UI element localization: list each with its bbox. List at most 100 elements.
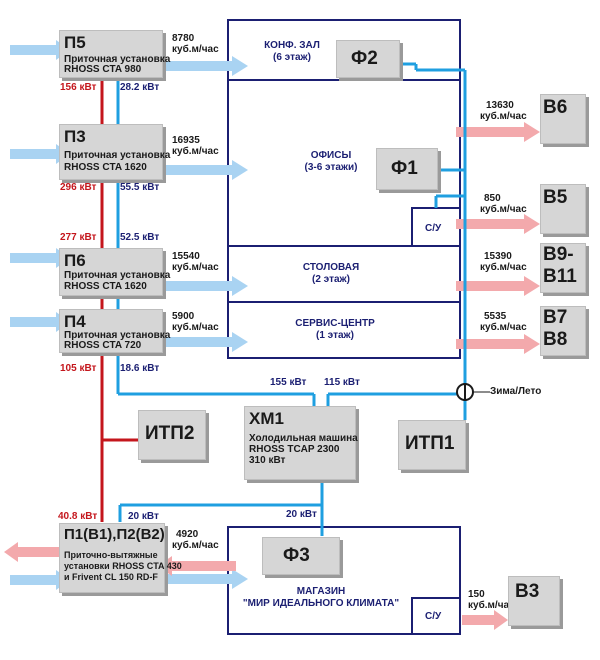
exhaust-fan-v6[interactable]: В6	[540, 94, 586, 144]
exhaust-out-arrowhead-p12	[4, 542, 18, 562]
unit-p5-line2: RHOSS CTA 980	[64, 64, 142, 75]
exhaust-arrowhead-v5	[524, 214, 540, 234]
exhaust-fan-v3[interactable]: В3	[508, 576, 560, 626]
zone-shop-line2: "МИР ИДЕАЛЬНОГО КЛИМАТА"	[242, 598, 400, 609]
itp1-label: ИТП1	[405, 433, 455, 454]
unit-p3-line2: RHOSS CTA 1620	[64, 162, 147, 173]
chiller-line1: Холодильная машина	[249, 433, 358, 444]
unit-p12-line3: и Frivent CL 150 RD-F	[64, 572, 158, 582]
exhaust-v9-code1: В9-	[543, 244, 574, 265]
zone-shop-line1: МАГАЗИН	[296, 586, 346, 597]
unit-p5-line1: Приточная установка	[64, 54, 171, 65]
power-p4-cool: 18.6 кВт	[120, 363, 160, 374]
power-p5-cool: 28.2 кВт	[120, 82, 160, 93]
supply-arrowhead-p3	[232, 160, 248, 180]
fancoil-f2[interactable]: Ф2	[336, 40, 400, 78]
exhaust-v7-flow-value: 5535	[484, 311, 507, 322]
unit-p4-line2: RHOSS CTA 720	[64, 340, 142, 351]
unit-p5-code: П5	[64, 33, 86, 52]
exhaust-v5-flow-value: 850	[484, 193, 501, 204]
power-f3-cool: 20 кВт	[286, 509, 317, 520]
unit-p12[interactable]: П1(В1),П2(В2) Приточно-вытяжные установк…	[59, 523, 182, 593]
fancoil-f2-label: Ф2	[351, 48, 378, 69]
zone-conf-line2: (6 этаж)	[273, 52, 311, 63]
supply-arrowhead-p4	[232, 332, 248, 352]
flow-p6-unit: куб.м/час	[172, 262, 219, 273]
flow-p5-value: 8780	[172, 33, 195, 44]
power-p12-cool: 20 кВт	[128, 511, 159, 522]
power-hm1-left: 155 кВт	[270, 377, 307, 388]
unit-p3-code: П3	[64, 127, 86, 146]
fancoil-f3[interactable]: Ф3	[262, 537, 340, 575]
zone-conf-hall: КОНФ. ЗАЛ (6 этаж)	[260, 40, 324, 64]
exhaust-v7-code2: В8	[543, 329, 568, 350]
unit-p12-code: П1(В1),П2(В2)	[64, 526, 165, 543]
zone-offices: ОФИСЫ (3-6 этажи)	[286, 150, 376, 174]
season-switch	[456, 383, 490, 401]
power-p6-heat: 277 кВт	[60, 232, 97, 243]
exhaust-v7-code1: В7	[543, 307, 568, 328]
power-p12-heat: 40.8 кВт	[58, 511, 98, 522]
unit-p3-line1: Приточная установка	[64, 150, 171, 161]
zone-office-line2: (3-6 этажи)	[304, 162, 358, 173]
zone-conf-line1: КОНФ. ЗАЛ	[264, 40, 320, 51]
exhaust-fan-v7-v8[interactable]: В7 В8	[540, 306, 586, 356]
exhaust-v3-flow-unit: куб.м/час	[468, 600, 515, 611]
exhaust-air-arrows	[14, 127, 528, 625]
power-p6-cool: 52.5 кВт	[120, 232, 160, 243]
flow-p6-value: 15540	[172, 251, 200, 262]
flow-p4-value: 5900	[172, 311, 195, 322]
flow-p5-unit: куб.м/час	[172, 44, 219, 55]
exhaust-fan-v9-v11[interactable]: В9- В11	[540, 243, 586, 293]
exhaust-v6-flow-value: 13630	[486, 100, 514, 111]
exhaust-v9-code2: В11	[543, 266, 577, 287]
heat-point-itp1[interactable]: ИТП1	[398, 420, 466, 470]
fancoil-f3-label: Ф3	[283, 545, 310, 566]
unit-p4-line1: Приточная установка	[64, 330, 171, 341]
power-p5-heat: 156 кВт	[60, 82, 97, 93]
upper-building-outline	[227, 19, 461, 359]
chiller-line2: RHOSS TCAP 2300	[249, 444, 340, 455]
unit-p6[interactable]: П6 Приточная установка RHOSS CTA 1620	[59, 248, 170, 296]
fancoil-f1[interactable]: Ф1	[376, 148, 438, 190]
zone-office-line1: ОФИСЫ	[310, 150, 352, 161]
exhaust-v9-flow-value: 15390	[484, 251, 512, 262]
flow-p12-unit: куб.м/час	[172, 540, 219, 551]
exhaust-v5-code: В5	[543, 187, 568, 208]
exhaust-arrowhead-v9	[524, 276, 540, 296]
exhaust-v3-code: В3	[515, 581, 540, 602]
unit-p6-line1: Приточная установка	[64, 270, 171, 281]
return-arrowhead-p12	[158, 556, 172, 576]
chiller-code: ХМ1	[249, 409, 284, 428]
zone-shop: МАГАЗИН "МИР ИДЕАЛЬНОГО КЛИМАТА"	[236, 586, 406, 610]
supply-arrowhead-p5	[232, 56, 248, 76]
unit-p5[interactable]: П5 Приточная установка RHOSS CTA 980	[59, 30, 170, 78]
exhaust-fan-v5[interactable]: В5	[540, 184, 586, 234]
unit-p6-line2: RHOSS CTA 1620	[64, 281, 147, 292]
unit-p4[interactable]: П4 Приточная установка RHOSS CTA 720	[59, 309, 170, 353]
zone-service: СЕРВИС-ЦЕНТР (1 этаж)	[290, 318, 380, 342]
power-p3-cool: 55.5 кВт	[120, 182, 160, 193]
chiller-hm1[interactable]: ХМ1 Холодильная машина RHOSS TCAP 2300 3…	[244, 406, 358, 480]
supply-arrowhead-p6	[232, 276, 248, 296]
exhaust-arrowhead-v3	[494, 610, 508, 630]
heat-point-itp2[interactable]: ИТП2	[138, 410, 206, 460]
power-p4-heat: 105 кВт	[60, 363, 97, 374]
unit-p4-code: П4	[64, 312, 86, 331]
unit-p3[interactable]: П3 Приточная установка RHOSS CTA 1620	[59, 124, 170, 180]
flow-p3-unit: куб.м/час	[172, 146, 219, 157]
season-switch-label: Зима/Лето	[490, 386, 542, 397]
control-box-shop	[411, 597, 461, 635]
power-hm1-right: 115 кВт	[324, 377, 360, 388]
exhaust-v7-flow-unit: куб.м/час	[480, 322, 527, 333]
exhaust-arrowhead-v6	[524, 122, 540, 142]
control-office-label: С/У	[425, 223, 442, 234]
supply-arrowhead-p12	[232, 569, 248, 589]
exhaust-v6-code: В6	[543, 97, 568, 118]
power-p3-heat: 296 кВт	[60, 182, 97, 193]
supply-air-arrows	[10, 45, 236, 585]
zone-service-line2: (1 этаж)	[316, 330, 354, 341]
unit-p12-line2: установки RHOSS CTA 430	[64, 561, 182, 571]
flow-p3-value: 16935	[172, 135, 200, 146]
